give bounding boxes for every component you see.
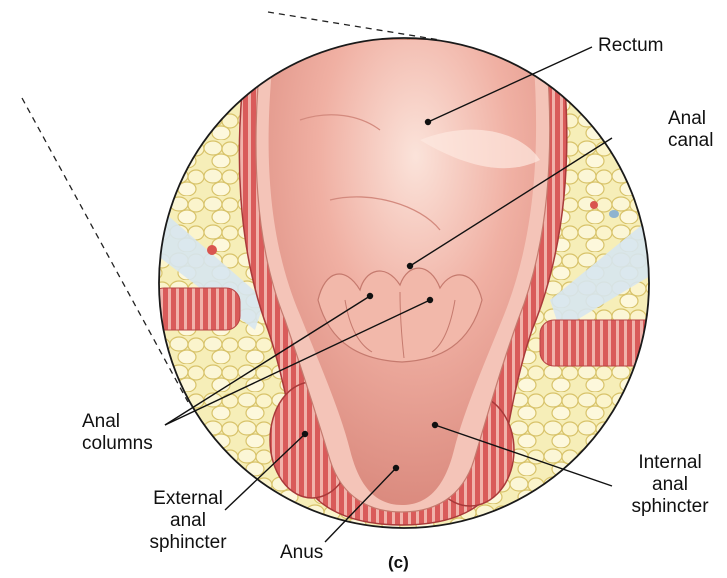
- lens-content: [150, 30, 660, 540]
- leader-dot-external-sphincter: [303, 432, 308, 437]
- label-external-anal-sphincter: External anal sphincter: [140, 488, 236, 554]
- label-anus: Anus: [280, 542, 323, 564]
- levator-muscle-left: [150, 288, 240, 330]
- magnification-guide-top: [268, 12, 440, 40]
- vessel: [207, 245, 217, 255]
- vessel: [609, 210, 619, 218]
- leader-dot-rectum: [426, 120, 431, 125]
- panel-caption: (c): [388, 552, 409, 574]
- leader-dot-anal-columns-2: [428, 298, 433, 303]
- leader-dot-anal-columns-1: [368, 294, 373, 299]
- label-internal-anal-sphincter: Internal anal sphincter: [620, 452, 720, 518]
- label-anal-canal: Anal canal: [668, 108, 713, 152]
- label-rectum: Rectum: [598, 35, 663, 57]
- vessel: [590, 201, 598, 209]
- leader-dot-anal-canal: [408, 264, 413, 269]
- leader-dot-internal-sphincter: [433, 423, 438, 428]
- leader-dot-anus: [394, 466, 399, 471]
- label-anal-columns: Anal columns: [82, 411, 153, 455]
